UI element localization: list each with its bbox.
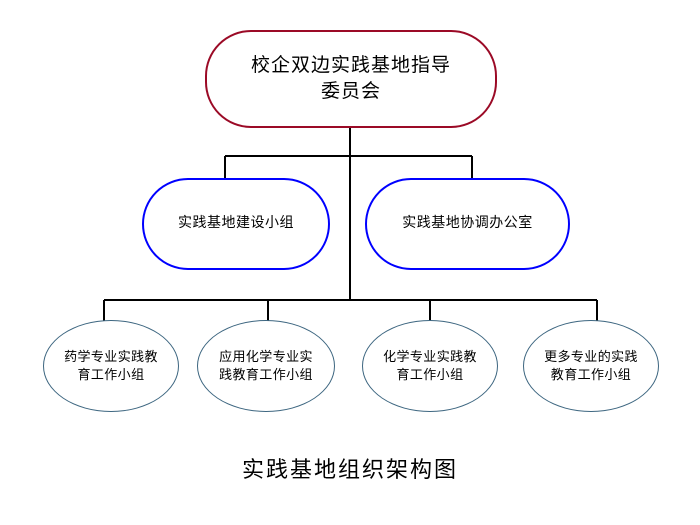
node-construction-group[interactable]: 实践基地建设小组 <box>142 178 330 270</box>
node-root-committee[interactable]: 校企双边实践基地指导 委员会 <box>205 30 497 128</box>
node-coordination-office[interactable]: 实践基地协调办公室 <box>365 178 570 270</box>
diagram-caption: 实践基地组织架构图 <box>241 457 458 482</box>
node-more-majors-group[interactable]: 更多专业的实践 教育工作小组 <box>523 320 659 412</box>
node-applied-chemistry-group[interactable]: 应用化学专业实 践教育工作小组 <box>197 320 335 412</box>
node-chemistry-group[interactable]: 化学专业实践教 育工作小组 <box>362 320 498 412</box>
node-pharmacy-group[interactable]: 药学专业实践教 育工作小组 <box>43 320 179 412</box>
